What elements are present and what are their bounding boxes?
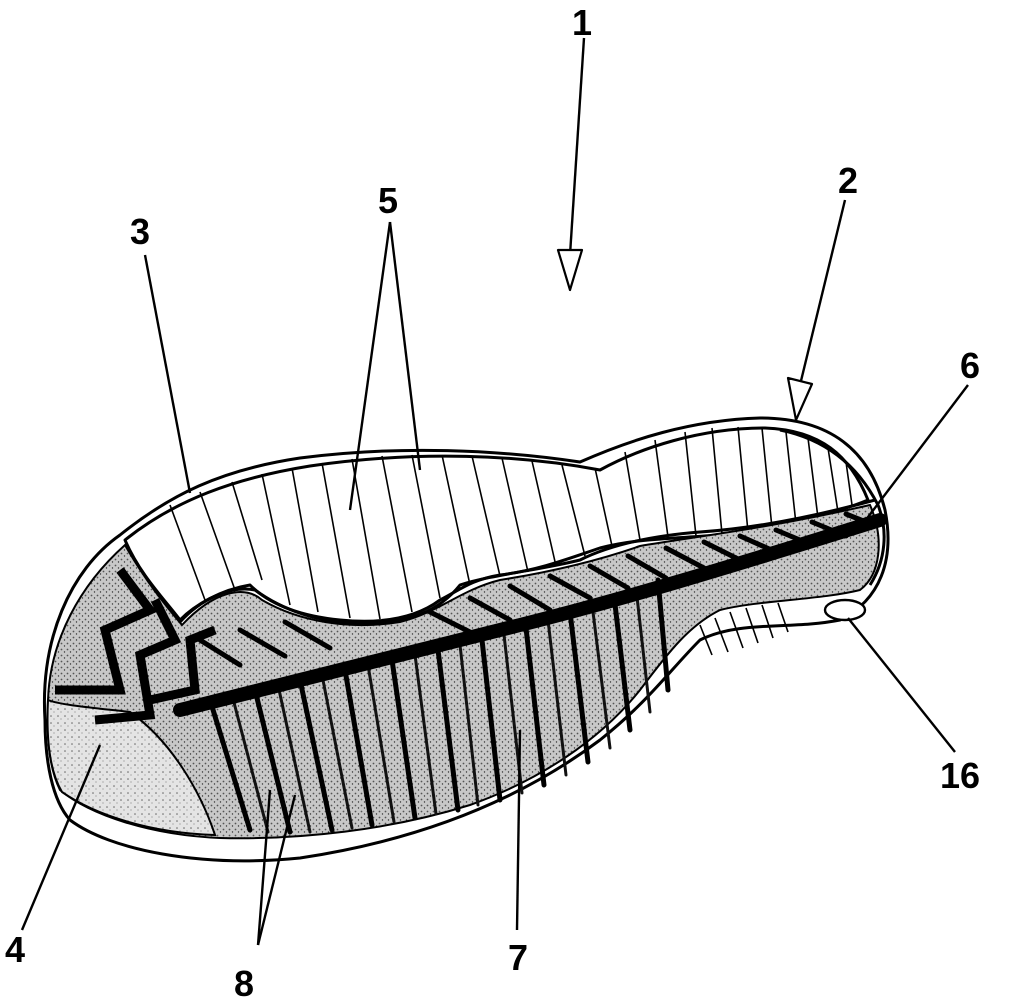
label-1: 1 <box>572 2 592 43</box>
tread-sipes <box>207 577 671 835</box>
heel-hole <box>823 598 867 622</box>
toe-lugs <box>55 567 217 725</box>
center-groove <box>173 513 887 717</box>
heel-stripes <box>699 602 789 656</box>
label-16: 16 <box>940 755 980 796</box>
label-5: 5 <box>378 180 398 221</box>
leader-lines <box>20 37 969 946</box>
label-4: 4 <box>5 929 25 970</box>
sole-outer-rim <box>42 416 890 863</box>
toe-cap-zone <box>46 698 217 837</box>
insole-ridge-line <box>178 498 876 626</box>
label-7: 7 <box>508 937 528 978</box>
label-2: 2 <box>838 160 858 201</box>
label-3: 3 <box>130 211 150 252</box>
label-6: 6 <box>960 345 980 386</box>
insole-stripes <box>169 426 853 620</box>
label-8: 8 <box>234 963 254 1004</box>
